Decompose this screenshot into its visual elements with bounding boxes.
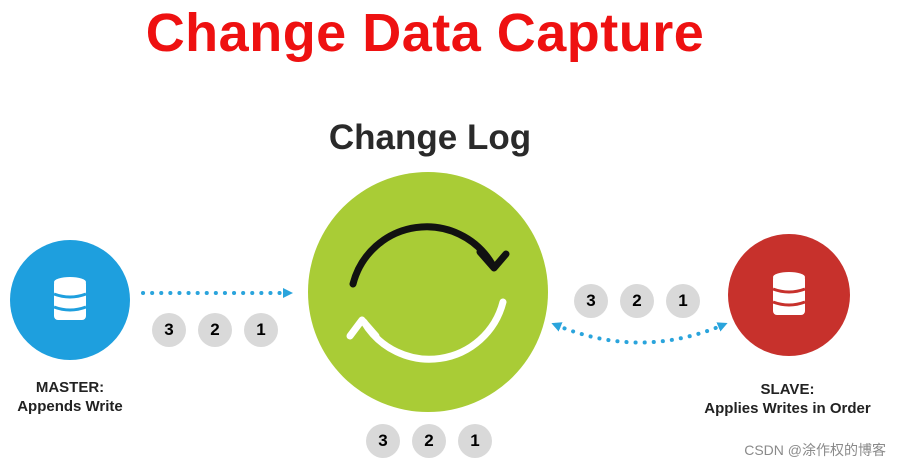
diagram-title: Change Data Capture: [145, 3, 705, 63]
slave-label-role: SLAVE:: [760, 381, 815, 398]
slave-node: [728, 234, 850, 356]
master-queue-badge-1: 1: [244, 313, 278, 347]
master-label-desc: Appends Write: [17, 398, 123, 415]
master-queue-badge-3: 3: [152, 313, 186, 347]
log-queue-badge-3: 3: [366, 424, 400, 458]
master-node: [10, 240, 130, 360]
refresh-cycle-icon: [346, 223, 510, 363]
database-icon: [53, 277, 87, 320]
slave-queue-badge-1: 1: [666, 284, 700, 318]
master-label-role: MASTER:: [35, 379, 105, 396]
master-queue-badge-2: 2: [198, 313, 232, 347]
change-log-node: [308, 172, 548, 412]
master-label: MASTER: Appends Write: [0, 378, 140, 416]
log-queue-badge-1: 1: [458, 424, 492, 458]
log-slave-sync-arrow: [551, 322, 728, 345]
slave-queue-badge-3: 3: [574, 284, 608, 318]
slave-queue-badge-2: 2: [620, 284, 654, 318]
slave-label-desc: Applies Writes in Order: [704, 400, 871, 417]
database-icon: [772, 272, 806, 315]
slave-label: SLAVE: Applies Writes in Order: [680, 380, 895, 418]
change-log-heading: Change Log: [328, 118, 532, 157]
log-queue-badge-2: 2: [412, 424, 446, 458]
watermark: CSDN @涂作权的博客: [744, 442, 886, 458]
